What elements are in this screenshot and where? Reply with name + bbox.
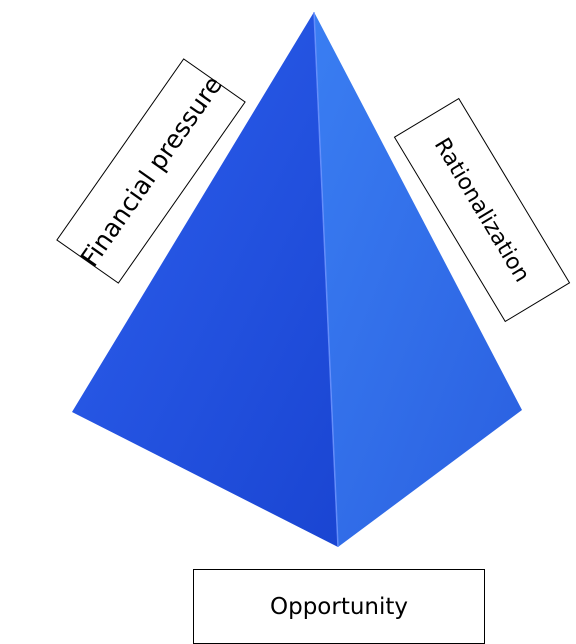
pyramid-front-edge	[313, 11, 339, 548]
opportunity-label: Opportunity	[269, 593, 409, 620]
pyramid-right-face	[314, 12, 522, 547]
opportunity-box: Opportunity	[193, 569, 485, 644]
pyramid-left-face	[72, 12, 338, 547]
